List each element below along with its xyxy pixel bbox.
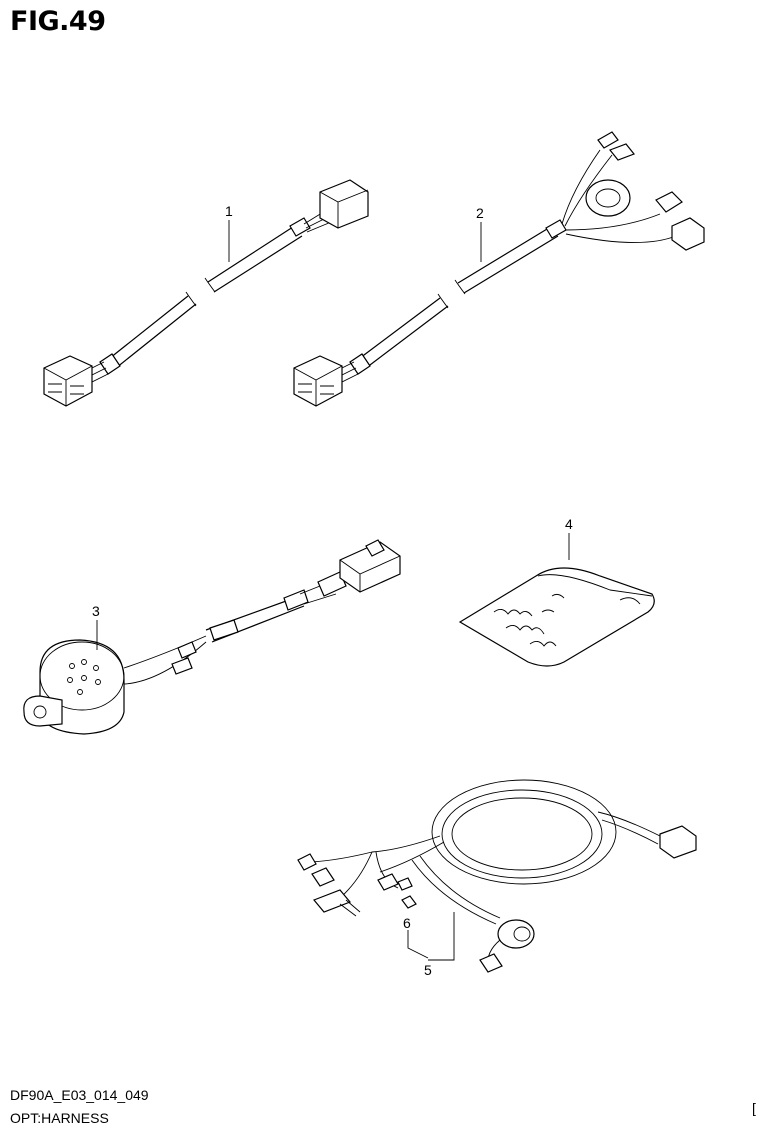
- footer-corner-mark: [: [752, 1100, 756, 1116]
- figure-title: FIG.49: [10, 6, 106, 37]
- part-6-clip[interactable]: [401, 895, 417, 909]
- callout-3: 3: [92, 603, 100, 619]
- part-5-harness[interactable]: [297, 779, 697, 973]
- callout-1: 1: [225, 203, 233, 219]
- part-4-packet[interactable]: [458, 567, 655, 667]
- callout-4: 4: [565, 516, 573, 532]
- footer-section-name: OPT:HARNESS: [10, 1110, 109, 1126]
- leader-lines: [96, 220, 570, 961]
- part-1-harness[interactable]: [43, 179, 369, 407]
- part-2-harness[interactable]: [293, 131, 705, 407]
- callout-2: 2: [476, 205, 484, 221]
- part-3-buzzer[interactable]: [23, 539, 401, 735]
- callout-6: 6: [403, 915, 411, 931]
- callout-5: 5: [424, 962, 432, 978]
- footer-model-code: DF90A_E03_014_049: [10, 1087, 149, 1103]
